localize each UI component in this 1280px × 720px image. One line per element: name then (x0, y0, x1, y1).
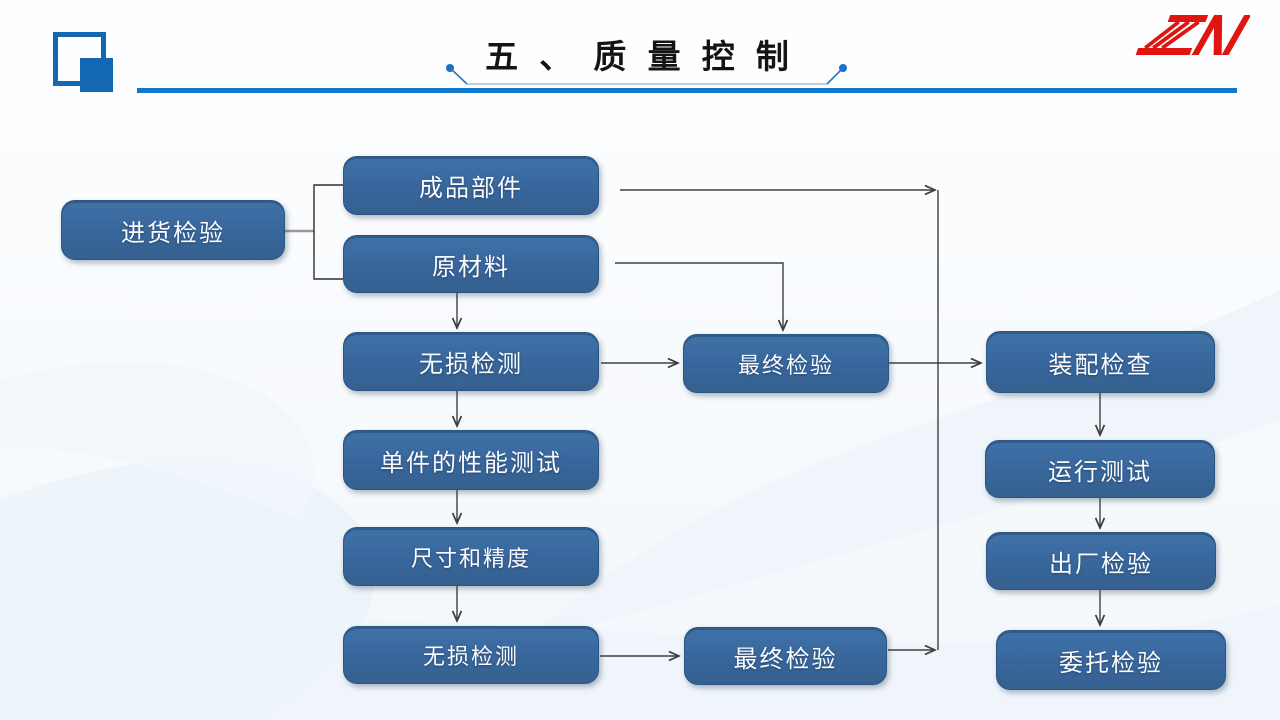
node-factory-inspection: 出厂检验 (986, 532, 1216, 590)
node-dimension-and-precision: 尺寸和精度 (343, 527, 599, 586)
accent-rule (137, 88, 1237, 93)
header-square-fill-icon (80, 58, 113, 92)
node-running-test: 运行测试 (985, 440, 1215, 498)
node-ndt-upper: 无损检测 (343, 332, 599, 391)
title-underline-decoration (446, 64, 847, 85)
conn-raw-to-finalmid (615, 262, 783, 330)
node-finished-parts: 成品部件 (343, 156, 599, 215)
node-final-inspection-bottom: 最终检验 (684, 627, 887, 685)
node-commissioned-inspection: 委托检验 (996, 630, 1226, 690)
page-title: 五 、 质 量 控 制 (485, 38, 795, 75)
node-final-inspection-middle: 最终检验 (683, 334, 889, 393)
zn-logo (1135, 15, 1250, 55)
node-incoming-inspection: 进货检验 (61, 200, 285, 260)
conn-split-bracket (313, 184, 343, 280)
node-unit-performance-test: 单件的性能测试 (343, 430, 599, 490)
node-assembly-check: 装配检查 (986, 331, 1215, 393)
node-raw-material: 原材料 (343, 235, 599, 293)
node-ndt-lower: 无损检测 (343, 626, 599, 684)
